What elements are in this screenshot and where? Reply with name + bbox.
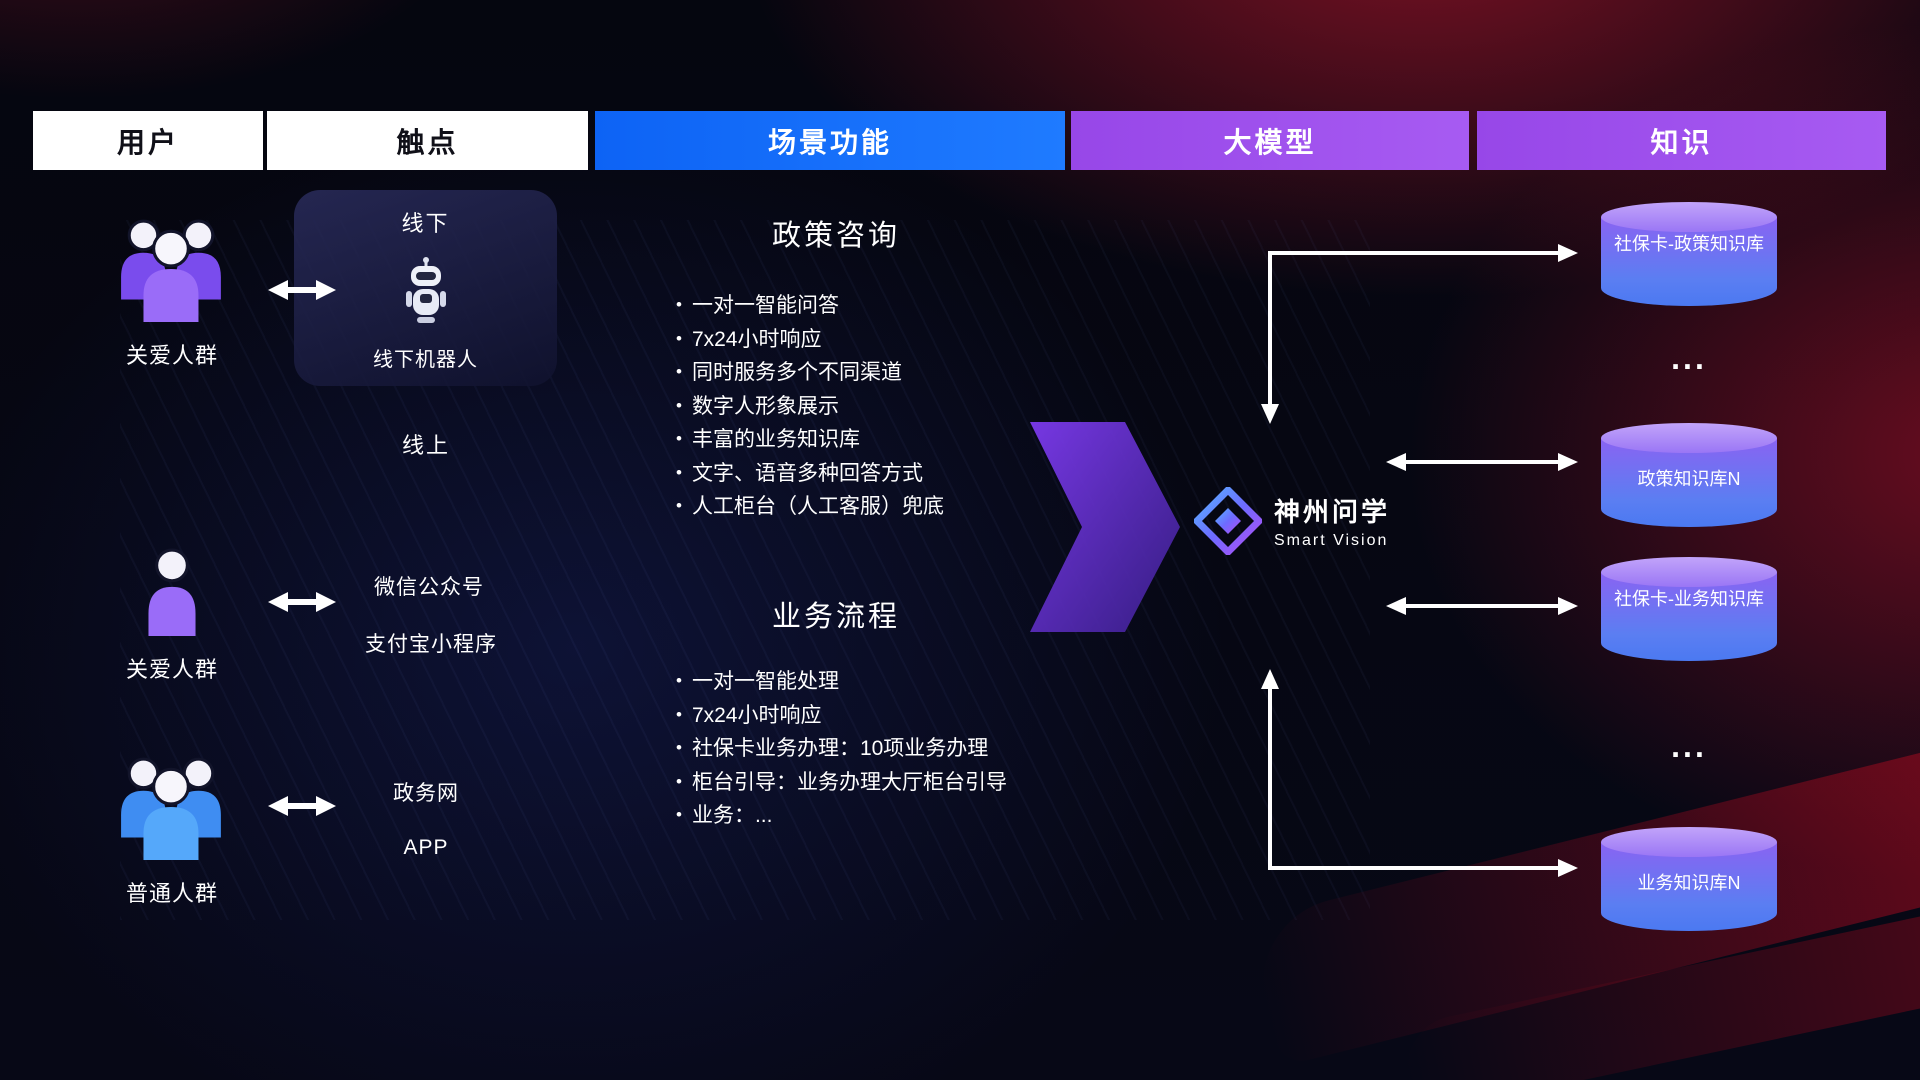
feature-item: 社保卡业务办理：10项业务办理: [676, 733, 1106, 767]
feature-item: 7x24小时响应: [676, 324, 1106, 358]
user-person-icon: [148, 548, 196, 636]
kb-label: 政策知识库N: [1637, 469, 1741, 489]
column-header-touchpoints: 触点: [267, 111, 588, 170]
model-kb1-connector: [1261, 244, 1578, 424]
feature-item: 7x24小时响应: [676, 700, 1106, 734]
user-group-icon: [121, 219, 221, 322]
flow-arrow: [1030, 422, 1180, 632]
offline-robot-label: 线下机器人: [373, 349, 478, 371]
db-cylinder-top: [1601, 557, 1777, 587]
ellipsis: ...: [1671, 728, 1707, 764]
feature-item: 数字人形象展示: [676, 391, 1106, 425]
smart-vision-logo-icon: [1194, 487, 1262, 555]
kb-label: 业务知识库N: [1637, 873, 1741, 893]
channel-govweb: 政务网: [393, 782, 459, 805]
kb-policy-n: 政策知识库N: [1601, 423, 1777, 527]
ellipsis: ...: [1671, 340, 1707, 376]
db-cylinder-top: [1601, 423, 1777, 453]
user-group-care-1: 关爱人群: [62, 214, 282, 370]
kb-social-business: 社保卡-业务知识库: [1601, 557, 1777, 661]
feature-item: 一对一智能问答: [676, 290, 1106, 324]
feature-item: 业务：...: [676, 800, 1106, 834]
user-group-icon: [121, 757, 221, 860]
feature-item: 文字、语音多种回答方式: [676, 458, 1106, 492]
model-kb4-connector: [1261, 669, 1578, 877]
feature-item: 同时服务多个不同渠道: [676, 357, 1106, 391]
user-group-general: 普通人群: [62, 752, 282, 908]
policy-feature-list: 一对一智能问答 7x24小时响应 同时服务多个不同渠道 数字人形象展示 丰富的业…: [676, 290, 1106, 525]
online-title: 线上: [401, 433, 451, 458]
robot-icon: [405, 256, 446, 323]
feature-item: 丰富的业务知识库: [676, 424, 1106, 458]
feature-item: 柜台引导：业务办理大厅柜台引导: [676, 767, 1106, 801]
section-title-policy: 政策咨询: [771, 220, 900, 252]
model-kb3-connector: [1386, 597, 1578, 615]
db-cylinder-top: [1601, 202, 1777, 232]
offline-touchpoint-card: 线下 线下机器人: [294, 190, 557, 386]
column-header-model: 大模型: [1071, 111, 1469, 170]
user-label: 关爱人群: [125, 343, 218, 368]
model-logo-block: 神州问学 Smart Vision: [1194, 487, 1390, 555]
user-label: 关爱人群: [125, 657, 218, 682]
brand-tagline: Smart Vision: [1274, 532, 1389, 549]
kb-business-n: 业务知识库N: [1601, 827, 1777, 931]
kb-social-policy: 社保卡-政策知识库: [1601, 202, 1777, 306]
column-header-users: 用户: [33, 111, 263, 170]
feature-item: 一对一智能处理: [676, 666, 1106, 700]
channel-app: APP: [403, 836, 449, 859]
feature-item: 人工柜台（人工客服）兜底: [676, 491, 1106, 525]
business-feature-list: 一对一智能处理 7x24小时响应 社保卡业务办理：10项业务办理 柜台引导：业务…: [676, 666, 1106, 834]
section-title-business: 业务流程: [771, 601, 900, 633]
user-group-care-2: 关爱人群: [62, 548, 282, 684]
kb-label: 社保卡-政策知识库: [1614, 234, 1764, 254]
channel-alipay: 支付宝小程序: [365, 633, 497, 656]
db-cylinder-top: [1601, 827, 1777, 857]
offline-title: 线下: [401, 211, 450, 236]
brand-name: 神州问学: [1274, 497, 1391, 527]
channel-wechat: 微信公众号: [374, 576, 484, 599]
column-header-knowledge: 知识: [1477, 111, 1886, 170]
column-header-scenario: 场景功能: [595, 111, 1065, 170]
user-label: 普通人群: [125, 881, 218, 906]
kb-label: 社保卡-业务知识库: [1614, 589, 1764, 609]
model-kb2-connector: [1386, 453, 1578, 471]
